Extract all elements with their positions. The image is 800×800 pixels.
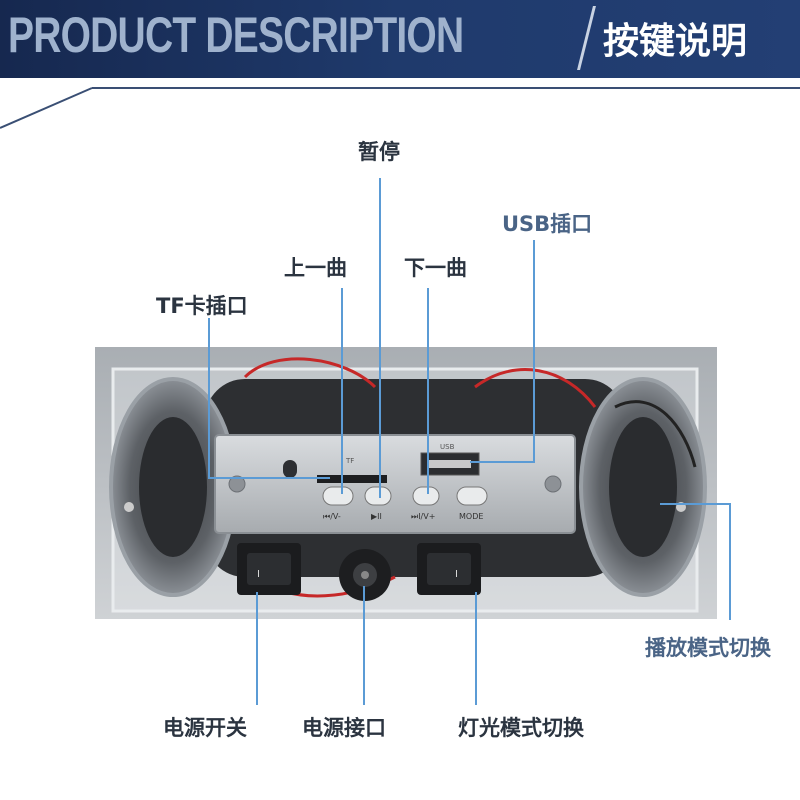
power-switch-marking: I xyxy=(257,569,260,580)
btn-play-marking: ▶II xyxy=(371,512,382,521)
speaker-illustration: TF USB ⏮/V- ▶II ⏭I/V+ MODE I I xyxy=(95,347,717,619)
banner-title: PRODUCT DESCRIPTION xyxy=(8,7,464,63)
label-power-jack: 电源接口 xyxy=(302,716,386,740)
tf-marking: TF xyxy=(345,457,354,465)
leader-tf xyxy=(208,318,330,479)
banner-subtitle: 按键说明 xyxy=(603,21,748,62)
leader-usb xyxy=(470,240,535,463)
btn-mode-marking: MODE xyxy=(459,512,483,521)
label-pause: 暂停 xyxy=(358,140,400,164)
btn-prev-marking: ⏮/V- xyxy=(323,512,341,521)
label-light-mode: 灯光模式切换 xyxy=(458,716,584,740)
label-usb-port: USB插口 xyxy=(502,212,593,236)
leader-play-mode xyxy=(660,503,731,620)
header-decoration xyxy=(0,87,800,129)
usb-marking: USB xyxy=(440,443,455,451)
btn-next-marking: ⏭I/V+ xyxy=(411,512,435,521)
label-previous: 上一曲 xyxy=(284,256,347,280)
header-banner: PRODUCT DESCRIPTION 按键说明 xyxy=(0,0,800,78)
light-switch-marking: I xyxy=(455,569,458,580)
label-next: 下一曲 xyxy=(404,256,467,280)
label-power-switch: 电源开关 xyxy=(163,716,247,740)
product-photo: TF USB ⏮/V- ▶II ⏭I/V+ MODE I I xyxy=(95,347,717,619)
label-tf-slot: TF卡插口 xyxy=(156,294,248,318)
label-play-mode: 播放模式切换 xyxy=(645,636,771,660)
